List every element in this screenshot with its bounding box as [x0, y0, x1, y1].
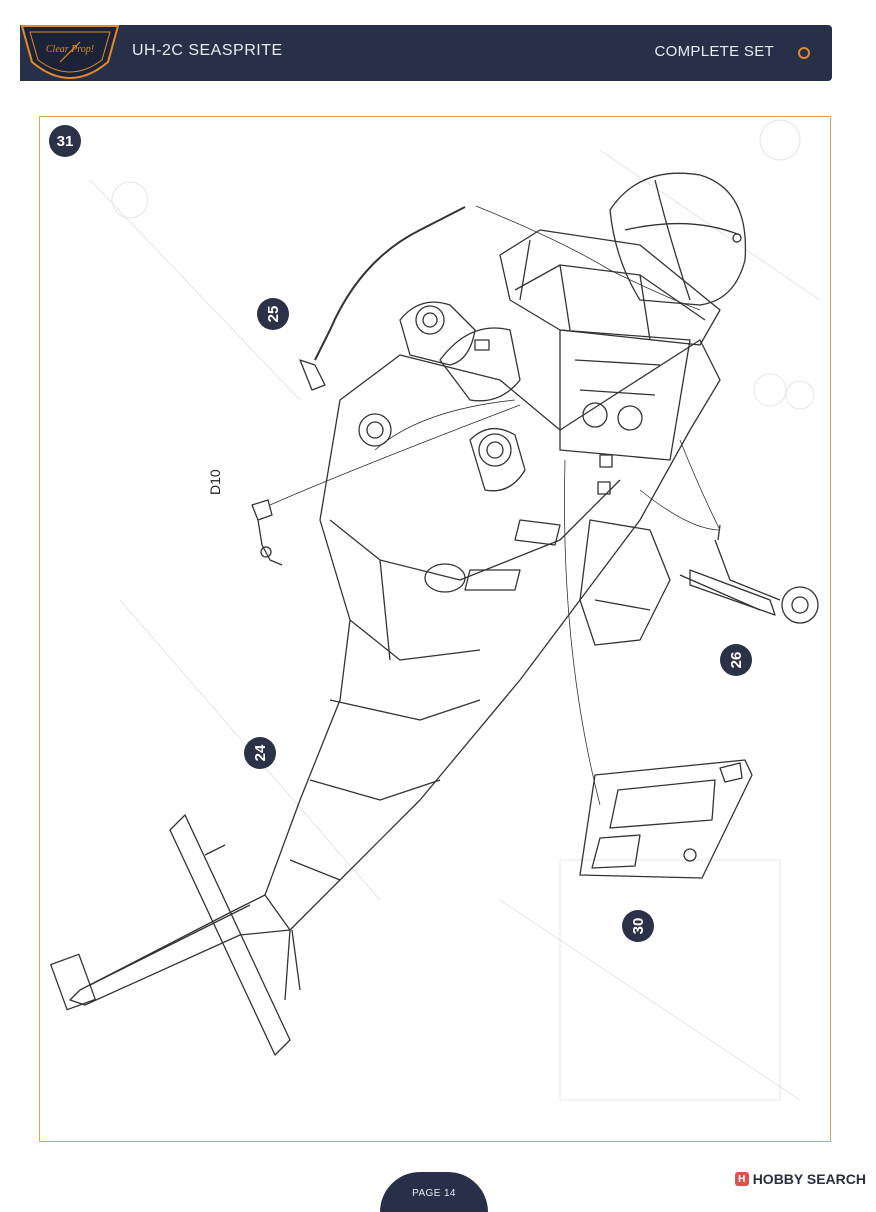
- header-bar: Clear Prop! UH-2C SEASPRITE COMPLETE SET: [20, 25, 832, 81]
- step-ref-badge: 24: [244, 737, 276, 769]
- step-ref-badge: 26: [720, 644, 752, 676]
- model-title: UH-2C SEASPRITE: [132, 42, 283, 59]
- svg-text:Clear Prop!: Clear Prop!: [46, 44, 94, 55]
- part-label: D10: [207, 469, 223, 495]
- step-ref-badge: 30: [622, 910, 654, 942]
- circle-dot-icon: [798, 47, 810, 59]
- watermark: H HOBBY SEARCH: [734, 1171, 866, 1187]
- step-number-badge: 31: [49, 125, 81, 157]
- page-number: PAGE 14: [412, 1188, 456, 1199]
- clear-prop-logo: Clear Prop!: [20, 25, 120, 79]
- step-ref-badge: 25: [257, 298, 289, 330]
- watermark-text: HOBBY SEARCH: [752, 1171, 866, 1187]
- instruction-frame: [39, 116, 831, 1142]
- hobby-search-icon: H: [734, 1172, 749, 1186]
- set-label: COMPLETE SET: [654, 43, 774, 60]
